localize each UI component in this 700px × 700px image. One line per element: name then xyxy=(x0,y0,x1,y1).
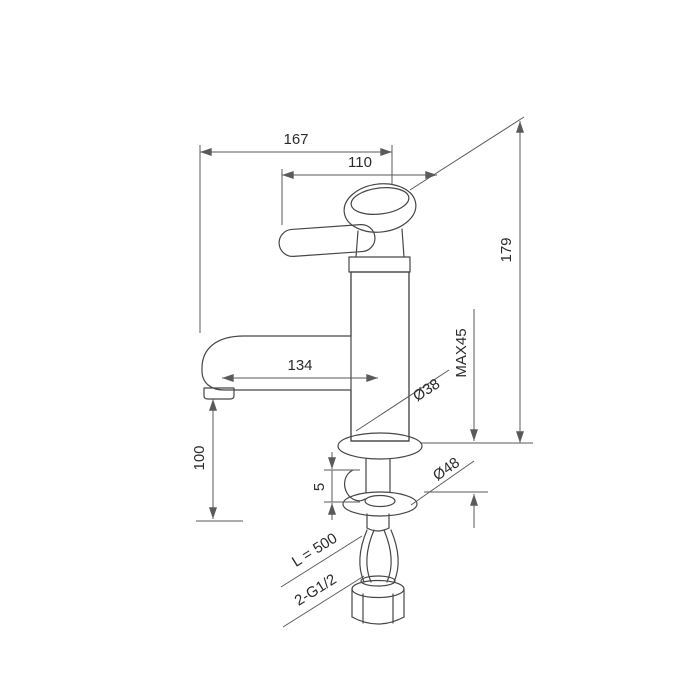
neck-right xyxy=(401,228,405,258)
dim-body-diameter-label: Ø38 xyxy=(410,375,443,405)
dim-gap: 5 xyxy=(311,452,360,520)
dim-max-mounting-thickness: MAX45 xyxy=(424,309,488,528)
dim-total-projection-label: 167 xyxy=(283,131,308,148)
dim-body-diameter: Ø38 xyxy=(355,369,450,432)
dim-total-height-label: 179 xyxy=(498,237,515,262)
dim-spout-reach: 134 xyxy=(222,357,378,382)
cartridge-collar xyxy=(348,256,411,273)
dim-spout-reach-label: 134 xyxy=(287,357,312,374)
dimension-annotations: 167 110 179 134 Ø38 MAX45 xyxy=(191,116,533,628)
dim-handle-projection: 110 xyxy=(281,154,437,225)
base-washer-hole xyxy=(364,494,396,508)
handle-lever xyxy=(278,223,376,258)
faucet-outline xyxy=(201,183,423,625)
mounting-clamp xyxy=(343,469,366,502)
supply-hoses xyxy=(359,529,399,583)
dim-hose-length-label: L = 500 xyxy=(289,530,340,571)
dim-connection-thread-label: 2-G1/2 xyxy=(292,571,340,610)
base-washer xyxy=(342,491,418,517)
dim-total-projection: 167 xyxy=(199,131,393,333)
dim-handle-projection-label: 110 xyxy=(348,154,372,171)
dim-base-diameter: Ø48 xyxy=(410,454,475,506)
dim-max-mounting-thickness-label: MAX45 xyxy=(453,328,470,377)
spout xyxy=(201,335,352,391)
handle-cap-top xyxy=(350,187,410,215)
dim-spout-height: 100 xyxy=(191,399,243,522)
dim-gap-label: 5 xyxy=(311,483,328,491)
dim-spout-height-label: 100 xyxy=(191,445,208,470)
deck-flange xyxy=(337,432,423,460)
handle-cap xyxy=(343,183,417,233)
mounting-hardware xyxy=(342,458,418,532)
aerator xyxy=(203,387,235,400)
connection-nut xyxy=(351,575,405,625)
dim-total-height: 179 xyxy=(409,116,533,444)
neck-left xyxy=(355,230,359,258)
